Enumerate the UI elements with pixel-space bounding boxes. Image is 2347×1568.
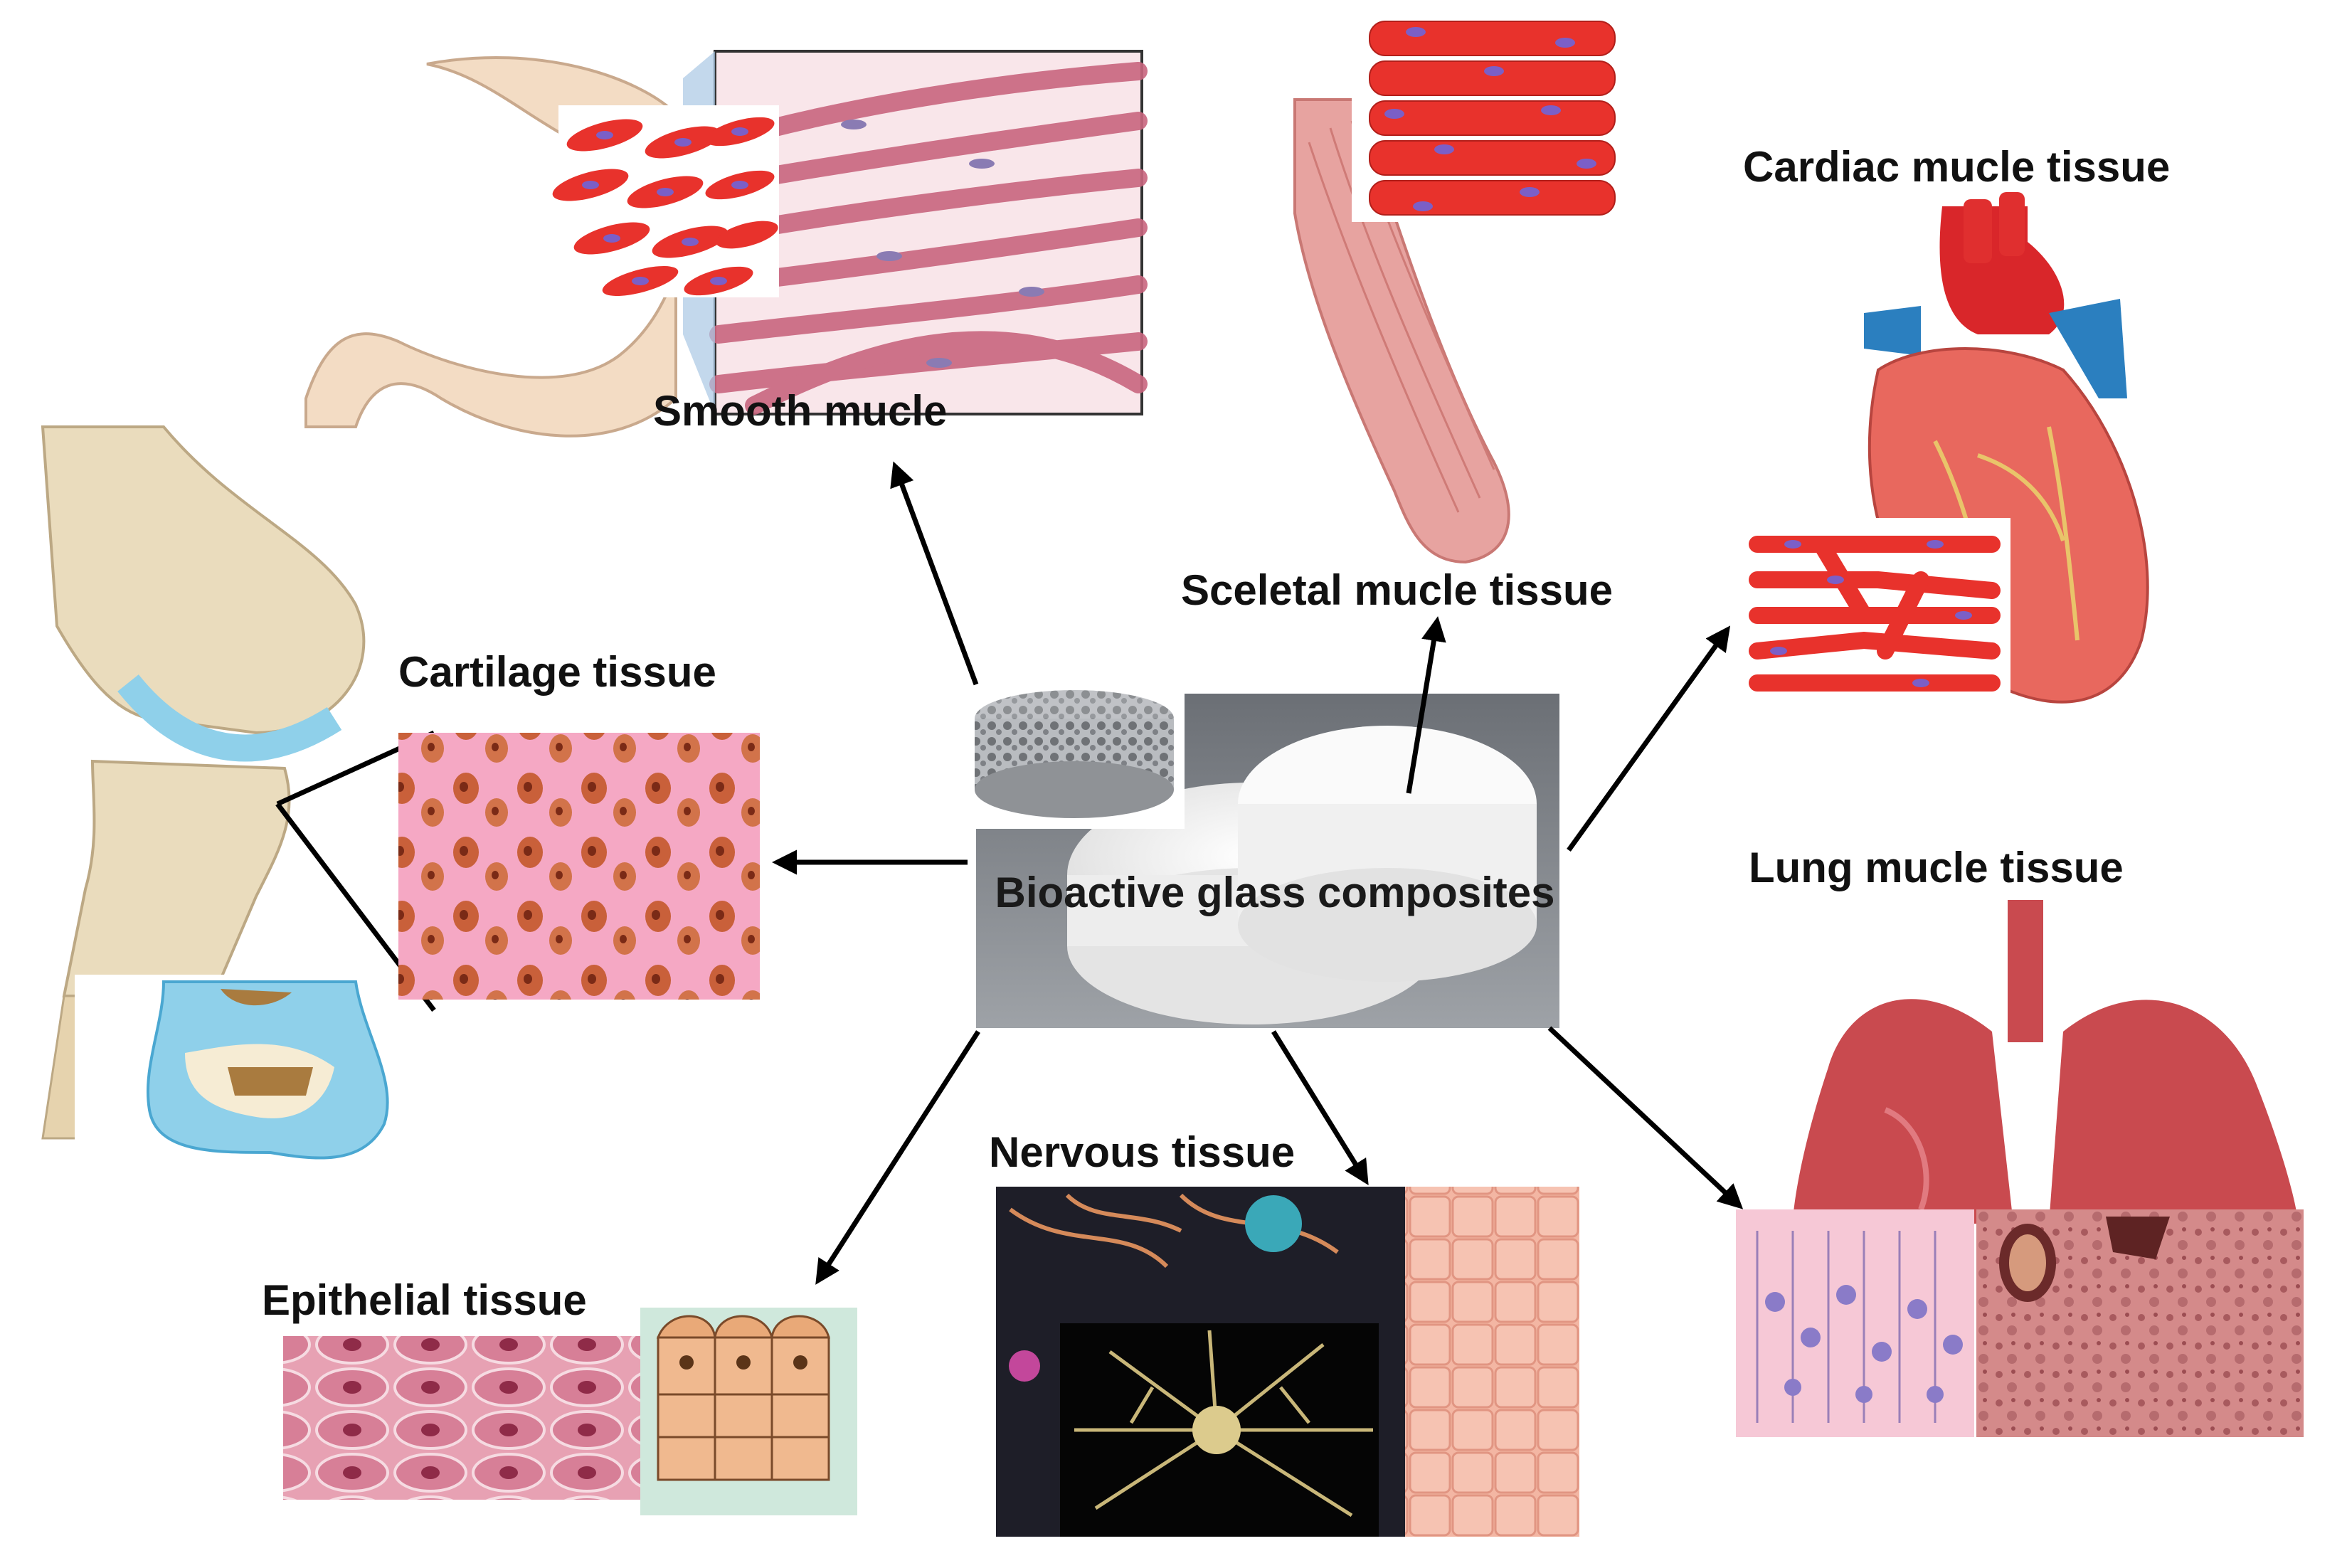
label-nervous: Nervous tissue	[989, 1128, 1295, 1176]
tibia	[62, 759, 291, 997]
bioactive-glass-photo	[976, 694, 1559, 1028]
cartilage-band	[117, 674, 342, 762]
arrows	[772, 461, 1744, 1285]
porous-scaffold-icon	[971, 690, 1185, 829]
arrow-to-skeletal-muscle	[1406, 616, 1446, 794]
arm-muscle	[1293, 98, 1510, 564]
lung-illustration	[1793, 900, 2298, 1224]
arrow-to-lung	[1547, 1026, 1744, 1209]
label-smooth-muscle: Smooth mucle	[653, 387, 947, 435]
smooth-muscle-illustration	[304, 50, 1148, 438]
epithelial-cells-panel	[283, 1336, 646, 1500]
femur	[41, 425, 366, 735]
knee-joint-illustration	[41, 425, 395, 1160]
label-cartilage: Cartilage tissue	[398, 648, 716, 696]
arrow-to-nervous	[1271, 1030, 1369, 1185]
arrow-to-smooth-muscle	[890, 461, 979, 686]
label-lung: Lung mucle tissue	[1749, 844, 2124, 891]
center-label: Bioactive glass composites	[995, 869, 1555, 916]
arrow-to-cardiac-muscle	[1567, 625, 1731, 852]
epithelial-block-inset	[640, 1308, 857, 1515]
lung-tissue-inset	[1976, 1209, 2304, 1437]
nervous-tissue-illustration	[996, 1187, 1579, 1537]
cardiac-cells-inset	[1742, 518, 2010, 699]
skeletal-muscle-illustration	[1293, 16, 1633, 564]
label-skeletal-muscle: Sceletal mucle tissue	[1181, 566, 1613, 614]
lung-epithelium-inset	[1736, 1209, 1974, 1437]
label-epithelial: Epithelial tissue	[262, 1276, 587, 1324]
cartilage-cells-panel	[398, 733, 760, 1000]
label-cardiac-muscle: Cardiac mucle tissue	[1743, 143, 2170, 191]
arrow-to-epithelial	[815, 1030, 980, 1285]
